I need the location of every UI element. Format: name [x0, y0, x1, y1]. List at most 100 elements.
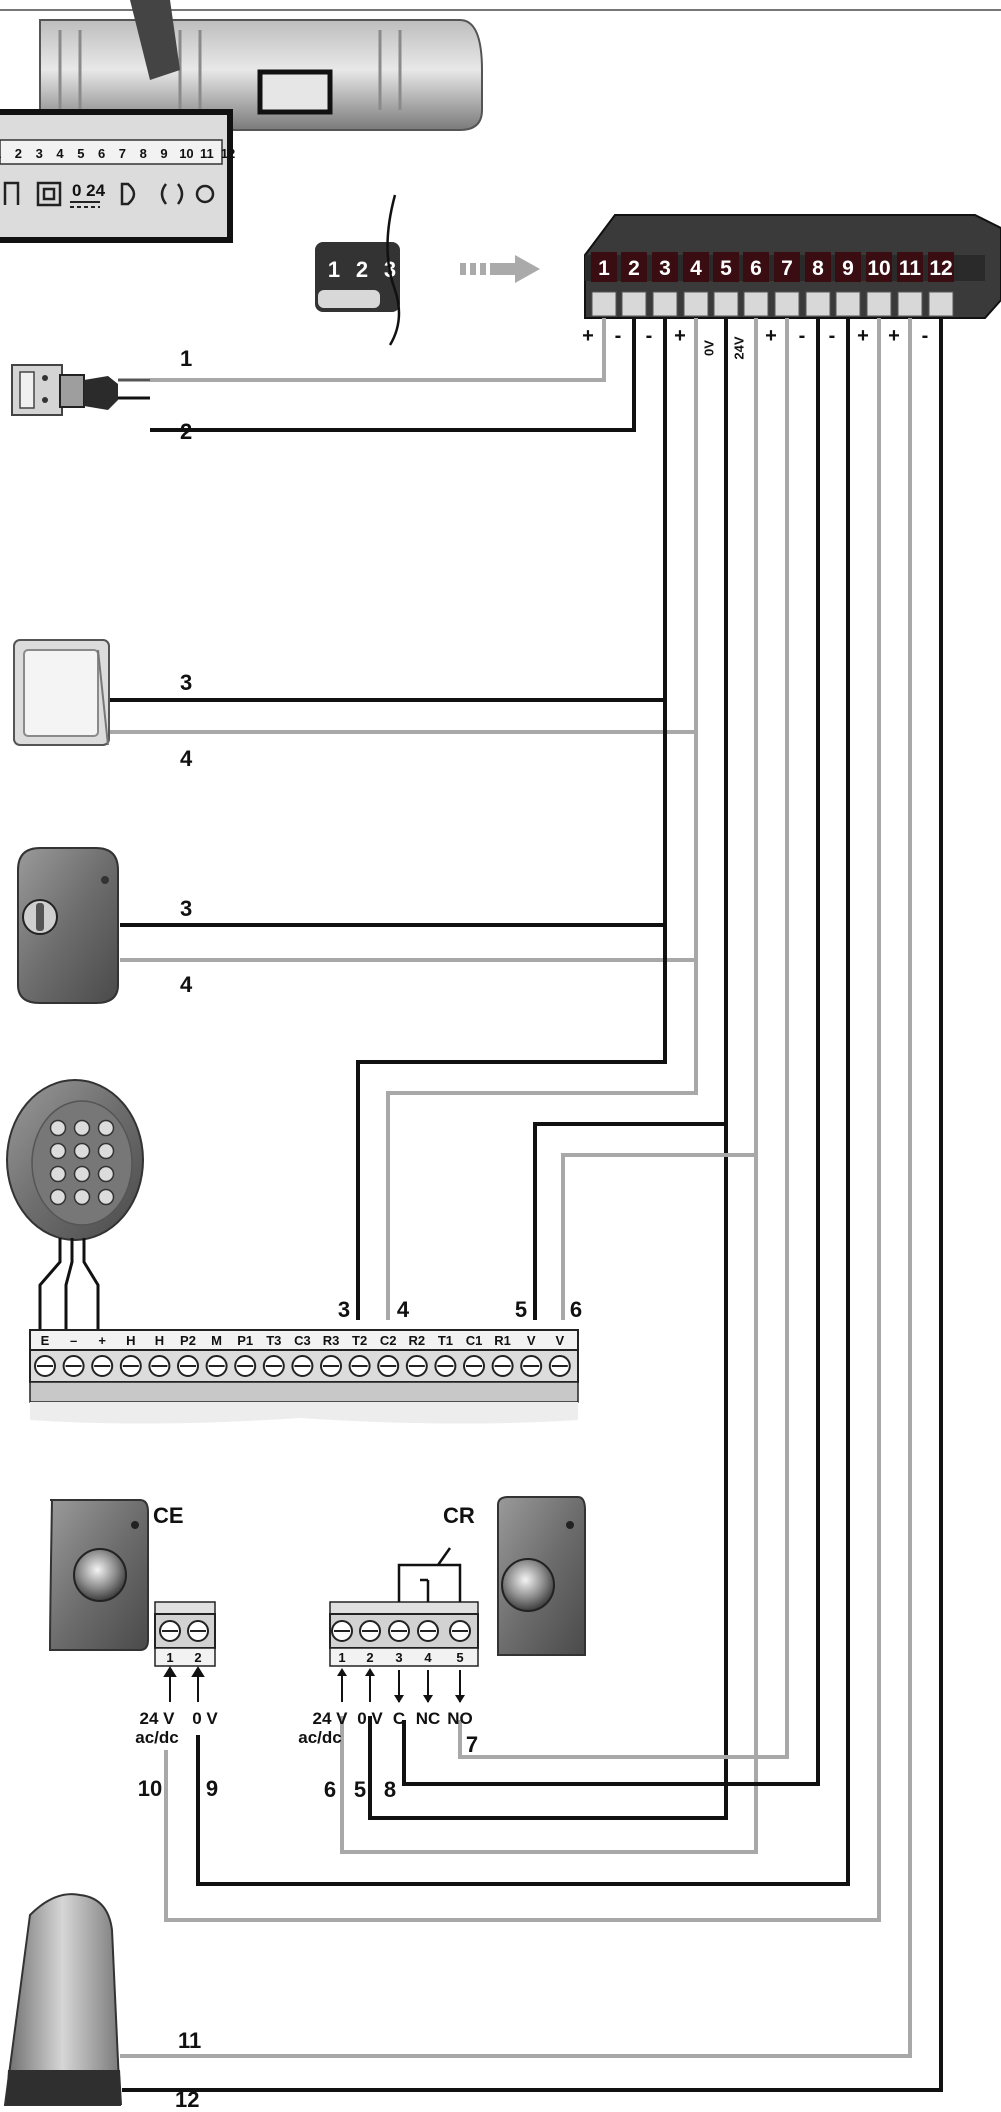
wall-switch [13, 639, 110, 746]
arrow-icon [460, 255, 540, 283]
bus-terminal-12: 12 [928, 252, 954, 317]
plug-number-2: 2 [356, 257, 368, 282]
ce-wire-b: 9 [206, 1776, 218, 1801]
strip-icons [3, 181, 215, 207]
bus-polarity-10: + [857, 325, 869, 347]
bus-terminal-number: 1 [598, 257, 610, 280]
bus-terminal-7: 7 [774, 252, 800, 317]
bus-terminal-3: 3 [652, 252, 678, 317]
wire-5 [533, 318, 728, 1320]
terminal-label-7: P1 [237, 1333, 253, 1348]
wire-label-1: 1 [180, 346, 192, 371]
wire-6 [561, 318, 758, 1320]
cr-receiver: CR [443, 1496, 586, 1656]
terminal-label-10: R3 [323, 1333, 340, 1348]
wire-10 [164, 318, 881, 1922]
bus-terminal-number: 5 [720, 257, 732, 280]
bus-terminal-number: 4 [690, 257, 702, 280]
gate-motor [0, 0, 1001, 131]
terminal-wire-4: 4 [397, 1297, 410, 1322]
cr-pin1-sub: ac/dc [298, 1728, 341, 1747]
bus-polarity-12: - [922, 325, 929, 347]
bus-terminal-1: 1 [591, 252, 617, 317]
wire-11 [120, 318, 912, 2058]
key-switch [17, 847, 119, 1004]
wire-label-4b: 4 [180, 972, 193, 997]
cr-pin-3: 3 [395, 1650, 402, 1665]
keypad-key [73, 1119, 91, 1137]
cr-pin-label-1: 24 V [313, 1709, 349, 1728]
terminal-label-16: R1 [494, 1333, 511, 1348]
terminal-wire-3: 3 [338, 1297, 350, 1322]
keypad-key [97, 1165, 115, 1183]
wire-7 [458, 318, 789, 1759]
bus-polarity-6: 24V [731, 336, 746, 359]
bus-terminal-number: 8 [812, 257, 824, 280]
terminal-label-11: T2 [352, 1333, 367, 1348]
terminal-label-8: T3 [266, 1333, 281, 1348]
keypad-key [73, 1142, 91, 1160]
strip-number-2: 2 [15, 146, 22, 161]
bus-terminal-number: 12 [929, 257, 952, 280]
cr-pin-label-5: NO [447, 1709, 473, 1728]
cr-pin-label-3: C [393, 1709, 405, 1728]
keypad-key [97, 1188, 115, 1206]
keypad-key [97, 1119, 115, 1137]
bus-polarity-3: - [646, 325, 653, 347]
cr-pin-4: 4 [424, 1650, 432, 1665]
bus-terminal-8: 8 [805, 252, 831, 317]
terminal-label-18: V [555, 1333, 564, 1348]
wire-label-11: 11 [178, 2028, 201, 2053]
terminal-label-3: H [126, 1333, 135, 1348]
terminal-label-15: C1 [466, 1333, 483, 1348]
terminal-label-5: P2 [180, 1333, 196, 1348]
strip-number-3: 3 [36, 146, 43, 161]
wire-3-main [356, 318, 667, 1320]
strip-024: 0 24 [72, 181, 106, 200]
strip-number-9: 9 [160, 146, 167, 161]
terminal-label-9: C3 [294, 1333, 311, 1348]
terminal-label-0: E [41, 1333, 50, 1348]
ce-connector: 1 2 24 V ac/dc 0 V 10 9 [135, 1601, 218, 1801]
terminal-label-4: H [155, 1333, 164, 1348]
wires [110, 318, 943, 2092]
bus-terminal-11: 11 [897, 252, 923, 317]
wire-8 [402, 318, 820, 1786]
cr-title: CR [443, 1503, 475, 1528]
blinker-lamp [3, 1893, 122, 2106]
terminal-label-1: – [70, 1333, 77, 1348]
wire-4-main [386, 318, 698, 1320]
bus-terminal-number: 7 [781, 257, 793, 280]
ce-pin2-label: 0 V [192, 1709, 218, 1728]
cr-pin-1: 1 [338, 1650, 345, 1665]
cr-wire-6: 6 [324, 1777, 336, 1802]
bus-terminal-number: 3 [659, 257, 671, 280]
terminal-label-17: V [527, 1333, 536, 1348]
keypad-key [49, 1119, 67, 1137]
terminal-wire-5: 5 [515, 1297, 527, 1322]
strip-number-10: 10 [179, 146, 193, 161]
terminal-label-14: T1 [438, 1333, 453, 1348]
strip-number-6: 6 [98, 146, 105, 161]
wire-6-cr [340, 1155, 758, 1854]
bus-terminal-4: 4 [683, 252, 709, 317]
strip-number-4: 4 [56, 146, 64, 161]
wire-5-cr [368, 1124, 728, 1820]
wire-label-12: 12 [175, 2087, 199, 2112]
bus-polarity-1: + [582, 325, 594, 347]
cr-pin-label-2: 0 V [357, 1709, 383, 1728]
wire-label-3b: 3 [180, 896, 192, 921]
strip-number-5: 5 [77, 146, 84, 161]
relay-contact-icon [397, 1547, 462, 1602]
strip-number-12: 12 [221, 146, 235, 161]
terminal-label-13: R2 [408, 1333, 425, 1348]
cr-wire-5: 5 [354, 1777, 366, 1802]
bus-polarity-7: + [765, 325, 777, 347]
ce-title: CE [153, 1503, 184, 1528]
bus-polarity-4: + [674, 325, 686, 347]
wire-label-4a: 4 [180, 746, 193, 771]
